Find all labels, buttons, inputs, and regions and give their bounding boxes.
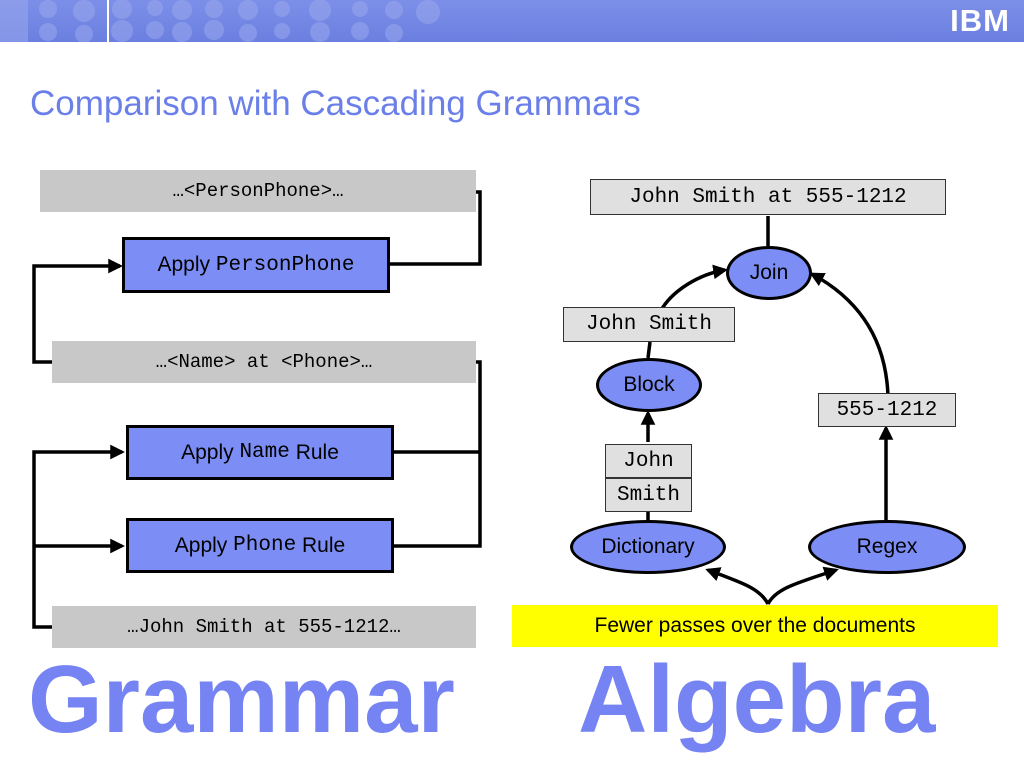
apply-personphone-box: Apply PersonPhone [122, 237, 390, 293]
regex-operator: Regex [808, 520, 966, 574]
dictionary-operator: Dictionary [570, 520, 726, 574]
grammar-label: Grammar [28, 646, 455, 753]
dictionary-output-smith: Smith [605, 478, 692, 512]
callout-fewer-passes: Fewer passes over the documents [512, 605, 998, 647]
dictionary-output-john: John [605, 444, 692, 478]
join-operator: Join [726, 246, 812, 300]
block-output-text: John Smith [563, 307, 735, 342]
header-bar: IBM [0, 0, 1024, 42]
ibm-logo: IBM [950, 3, 1010, 38]
band-person-phone: …<PersonPhone>… [40, 170, 476, 212]
box-label-code: Name [239, 441, 290, 464]
algebra-label: Algebra [578, 646, 936, 753]
box-label-prefix: Apply [157, 253, 216, 276]
page-title: Comparison with Cascading Grammars [30, 84, 641, 123]
box-label-code: Phone [233, 534, 297, 557]
apply-name-rule-box: Apply Name Rule [126, 425, 394, 480]
box-label-code: PersonPhone [215, 253, 355, 277]
band-input-text: …John Smith at 555-1212… [52, 606, 476, 648]
box-label-suffix: Rule [289, 440, 339, 464]
block-operator: Block [596, 358, 702, 412]
join-output-text: John Smith at 555-1212 [590, 179, 946, 215]
regex-output-text: 555-1212 [818, 393, 956, 427]
box-label-suffix: Rule [296, 533, 346, 557]
box-label-prefix: Apply [181, 440, 240, 464]
band-name-at-phone: …<Name> at <Phone>… [52, 341, 476, 383]
decorative-circles [0, 0, 440, 42]
box-label-prefix: Apply [174, 533, 234, 557]
apply-phone-rule-box: Apply Phone Rule [126, 518, 394, 573]
